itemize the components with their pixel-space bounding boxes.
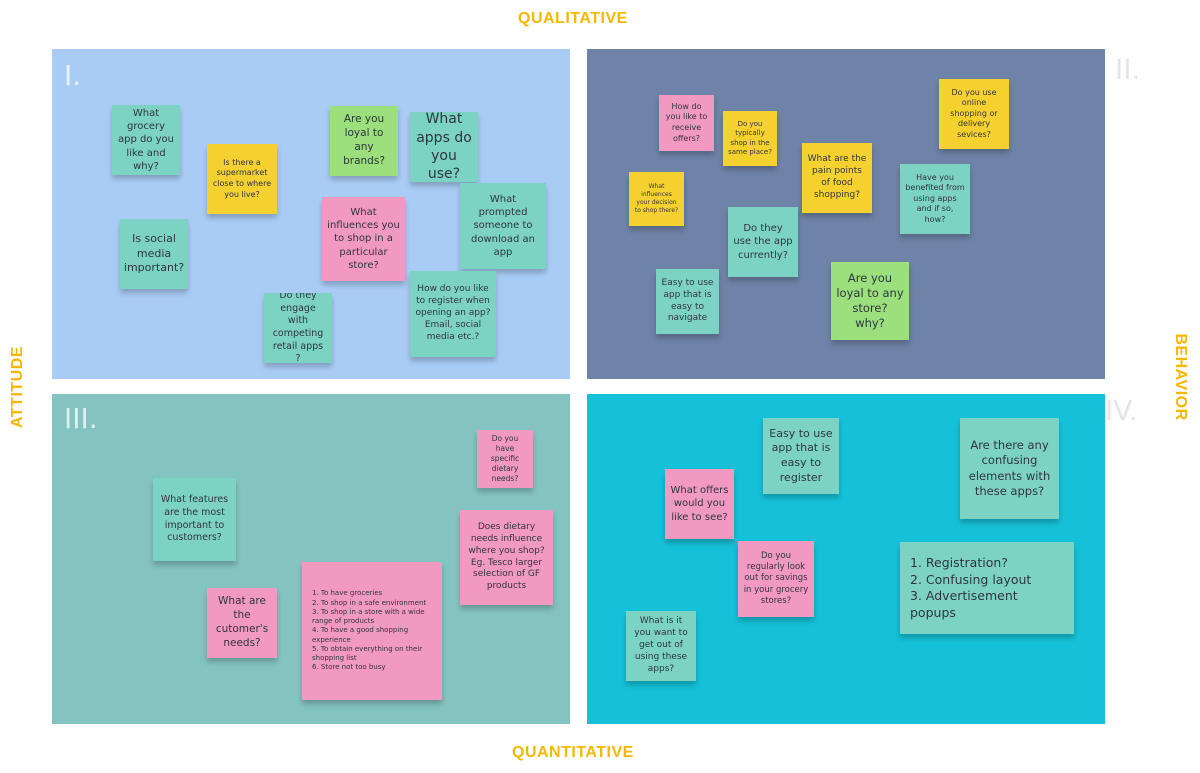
sticky-note[interactable]: Are you loyal to any brands? <box>330 106 398 176</box>
quadrant-2: II. How do you like to receive offers? D… <box>587 49 1140 379</box>
axis-label-behavior: BEHAVIOR <box>1172 333 1189 421</box>
sticky-note[interactable]: What features are the most important to … <box>153 478 236 561</box>
sticky-note[interactable]: What grocery app do you like and why? <box>112 105 180 175</box>
sticky-note[interactable]: What influences your decision to shop th… <box>629 172 684 226</box>
sticky-note[interactable]: Do they engage with competing retail app… <box>264 293 332 363</box>
axis-label-qualitative: QUALITATIVE <box>518 10 628 27</box>
sticky-note[interactable]: Does dietary needs influence where you s… <box>460 510 553 605</box>
sticky-note[interactable]: Do you have specific dietary needs? <box>477 430 533 488</box>
sticky-note[interactable]: Have you benefited from using apps and i… <box>900 164 970 234</box>
sticky-note[interactable]: Are you loyal to any store? why? <box>831 262 909 340</box>
sticky-note[interactable]: Do you typically shop in the same place? <box>723 111 777 166</box>
quadrant-3: III. Do you have specific dietary needs?… <box>52 394 570 724</box>
sticky-note[interactable]: Are there any confusing elements with th… <box>960 418 1059 519</box>
sticky-note[interactable]: What influences you to shop in a particu… <box>322 197 405 281</box>
sticky-note[interactable]: What offers would you like to see? <box>665 469 734 539</box>
sticky-note[interactable]: 1. To have groceries 2. To shop in a saf… <box>302 562 442 700</box>
quadrant-4-numeral: IV. <box>1105 394 1138 427</box>
axis-label-quantitative: QUANTITATIVE <box>512 744 634 761</box>
sticky-note[interactable]: How do you like to receive offers? <box>659 95 714 151</box>
sticky-note[interactable]: What prompted someone to download an app <box>460 183 546 269</box>
sticky-note[interactable]: How do you like to register when opening… <box>410 271 496 357</box>
sticky-note[interactable]: What are the pain points of food shoppin… <box>802 143 872 213</box>
sticky-note[interactable]: What are the cutomer's needs? <box>207 588 277 658</box>
sticky-note[interactable]: Do you regularly look out for savings in… <box>738 541 814 617</box>
sticky-note[interactable]: What is it you want to get out of using … <box>626 611 696 681</box>
sticky-note[interactable]: 1. Registration? 2. Confusing layout 3. … <box>900 542 1074 634</box>
sticky-note[interactable]: Easy to use app that is easy to navigate <box>656 269 719 334</box>
sticky-note[interactable]: Easy to use app that is easy to register <box>763 418 839 494</box>
quadrant-3-numeral: III. <box>64 402 98 435</box>
sticky-note[interactable]: Is there a supermarket close to where yo… <box>207 144 277 214</box>
sticky-note[interactable]: Do you use online shopping or delivery s… <box>939 79 1009 149</box>
quadrant-4: IV. Easy to use app that is easy to regi… <box>587 394 1138 724</box>
axis-label-attitude: ATTITUDE <box>9 346 26 428</box>
sticky-note[interactable]: Do they use the app currently? <box>728 207 798 277</box>
sticky-note[interactable]: Is social media important? <box>120 219 188 289</box>
sticky-note[interactable]: What apps do you use? <box>410 112 478 182</box>
quadrant-1: I. What grocery app do you like and why?… <box>52 49 570 379</box>
quadrant-2-numeral: II. <box>1115 53 1141 86</box>
quadrant-1-numeral: I. <box>64 59 82 92</box>
